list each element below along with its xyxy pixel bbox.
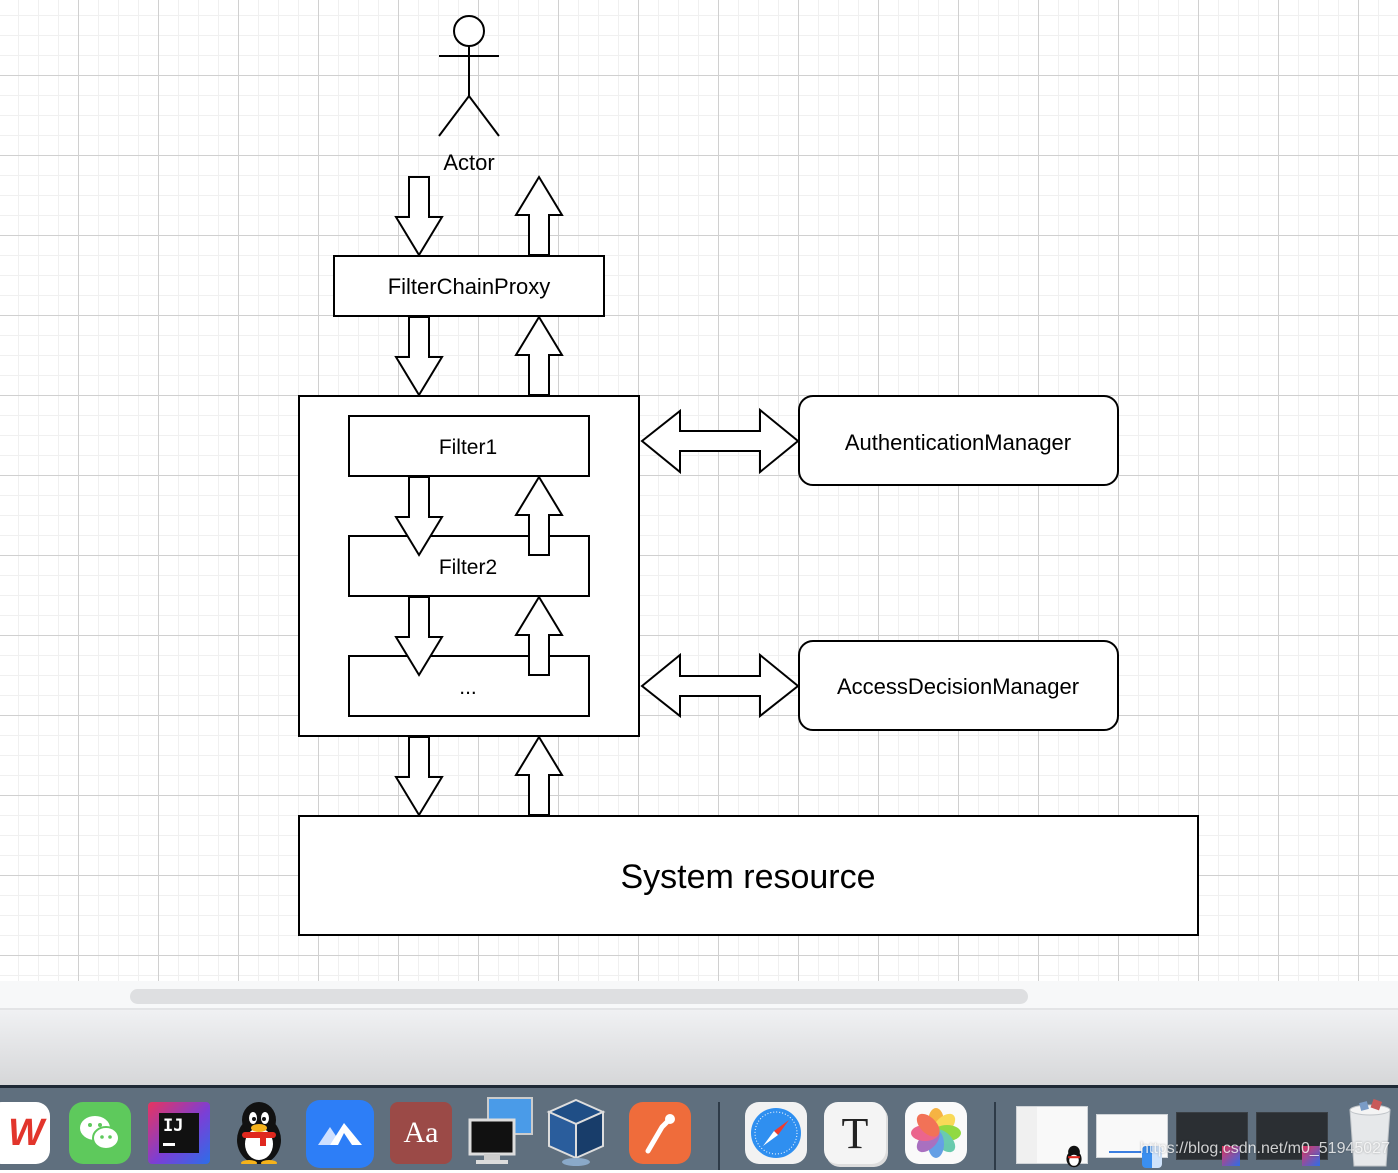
authentication-manager-box[interactable] [798,395,1119,486]
dock-app-intellij[interactable]: IJ [148,1102,210,1164]
postman-icon [645,1114,675,1154]
arrow-up-filters-to-proxy [514,315,564,396]
actor-label: Actor [443,150,494,175]
typora-icon: T [841,1108,869,1158]
dictionary-icon: Aa [403,1116,439,1149]
finder-icon [1142,1146,1162,1168]
dock-trash[interactable] [1346,1098,1394,1168]
arrow-down-filters-to-resource [394,736,444,817]
horizontal-scrollbar-thumb[interactable] [130,989,1028,1004]
actor-figure[interactable] [438,15,500,137]
dock-app-safari[interactable] [745,1102,807,1164]
filter-chain-proxy-label: FilterChainProxy [388,274,551,299]
trash-icon [1349,1098,1391,1167]
dock-app-screen-sharing[interactable] [466,1094,536,1168]
safari-icon [751,1108,801,1158]
dock-separator [718,1102,720,1170]
status-bar [0,1008,1398,1087]
authentication-manager-label: AuthenticationManager [845,430,1071,455]
intellij-icon [1222,1146,1240,1166]
screen-sharing-icon [468,1097,533,1164]
photos-icon [911,1108,961,1158]
arrow-down-actor-to-proxy [394,176,444,257]
arrow-down-filter2-to-more [394,596,444,677]
dock-separator [994,1102,996,1170]
arrow-down-proxy-to-filters [394,316,444,397]
double-arrow-authentication [640,407,800,475]
arrow-down-filter1-to-filter2 [394,476,444,557]
system-resource-label: System resource [620,858,875,896]
dock-app-qq[interactable] [228,1102,290,1164]
intellij-icon: IJ [159,1113,199,1153]
watermark-url: https://blog.csdn.net/m0_51945027 [1140,1140,1390,1157]
drawing-canvas[interactable]: Actor FilterChainProxy Filter1 Filter2 .… [0,0,1398,981]
macos-dock: W IJ [0,1085,1398,1170]
arrow-up-resource-to-filters [514,735,564,816]
double-arrow-access-decision [640,652,800,719]
access-decision-manager-box[interactable] [798,640,1119,731]
filter2-box[interactable] [348,535,590,597]
filter-chain-proxy-box[interactable] [333,255,605,317]
dock-app-photos[interactable] [905,1102,967,1164]
filter1-box[interactable] [348,415,590,477]
arrow-up-proxy-to-actor [514,175,564,256]
dock-app-typora[interactable]: T [824,1102,886,1164]
arrow-up-more-to-filter2 [514,595,564,676]
dock-app-lark[interactable] [306,1100,374,1168]
actor-legs [438,94,500,137]
lark-icon [318,1123,362,1145]
filter2-label: Filter2 [439,556,497,579]
wps-icon: W [8,1111,44,1154]
dock-app-virtualbox[interactable] [543,1096,609,1168]
arrow-up-filter2-to-filter1 [514,475,564,556]
filter1-label: Filter1 [439,436,497,459]
actor-head [453,15,485,47]
intellij-icon [1302,1146,1320,1166]
filter-more-label: ... [459,676,477,699]
qq-penguin-icon [237,1102,281,1164]
architecture-diagram: Actor FilterChainProxy Filter1 Filter2 .… [298,15,1199,936]
access-decision-manager-label: AccessDecisionManager [837,674,1079,699]
virtualbox-icon [546,1098,606,1166]
system-resource-box[interactable] [298,815,1199,936]
dock-app-dictionary[interactable]: Aa [390,1102,452,1164]
dock-app-postman[interactable] [629,1102,691,1164]
dock-app-wps[interactable]: W [0,1102,50,1164]
dock-app-wechat[interactable] [69,1102,131,1164]
qq-penguin-icon [1066,1145,1082,1168]
wechat-icon [80,1116,120,1150]
horizontal-scrollbar[interactable] [0,981,1398,1008]
